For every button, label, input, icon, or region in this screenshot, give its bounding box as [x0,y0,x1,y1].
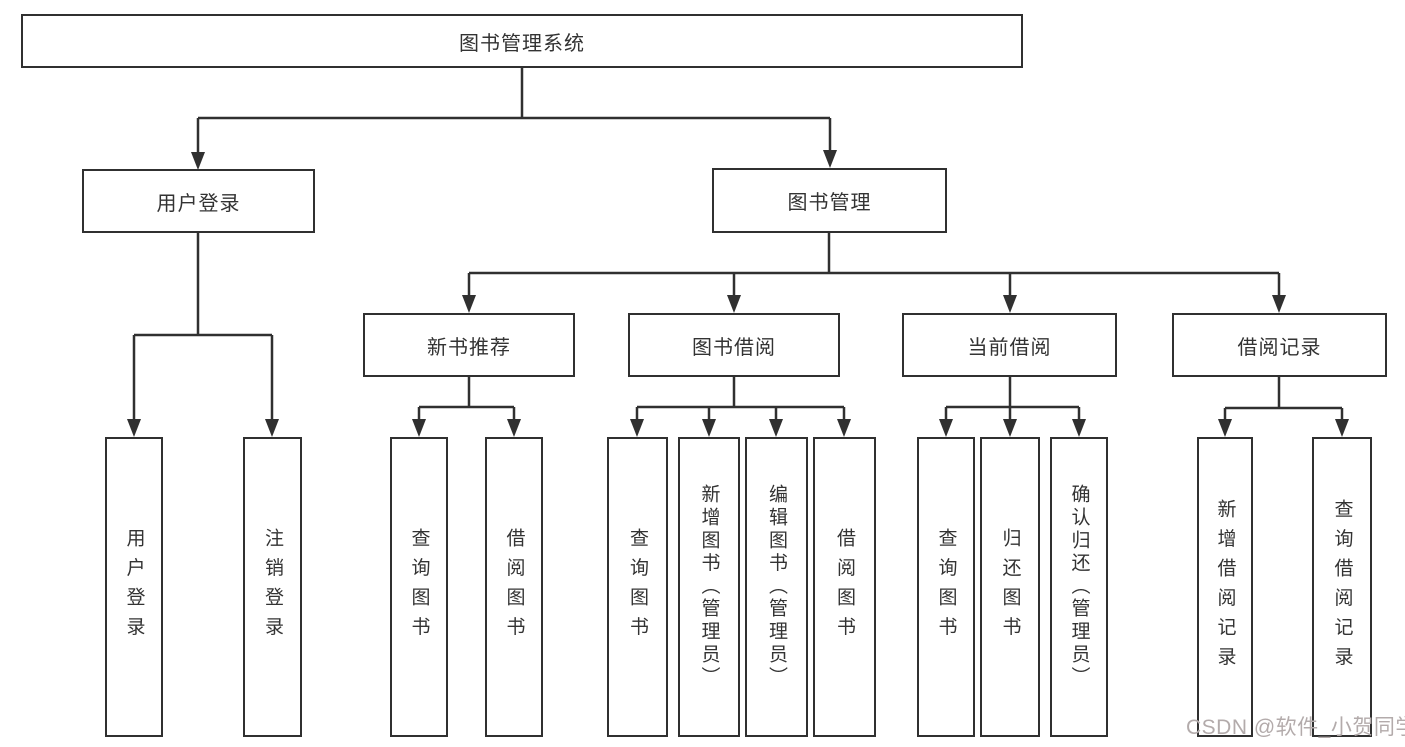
node-new-book-recommendation: 新书推荐 [363,313,575,377]
leaf-edit-books-admin-label: 编辑图书（管理员） [766,484,787,690]
leaf-query-books-recommend-label: 查询图书 [408,528,430,646]
leaf-user-login: 用户登录 [105,437,163,737]
leaf-edit-books-admin: 编辑图书（管理员） [745,437,808,737]
edge-book-borrowing-to-leaves [635,377,846,421]
edge-borrowing-records-to-leaves [1223,377,1344,421]
leaf-return-books: 归还图书 [980,437,1040,737]
leaf-logout: 注销登录 [243,437,302,737]
node-current-borrowing-label: 当前借阅 [967,336,1052,359]
leaf-add-books-admin: 新增图书（管理员） [678,437,740,737]
leaf-borrow-books-recommend-label: 借阅图书 [503,528,525,646]
edge-current-borrowing-to-leaves [944,377,1081,421]
leaf-add-books-admin-label: 新增图书（管理员） [698,484,720,690]
csdn-watermark: CSDN @软件_小贺同学 [1186,716,1405,739]
leaf-query-books-recommend: 查询图书 [390,437,448,737]
leaf-query-books-current: 查询图书 [917,437,975,737]
leaf-query-books-borrowing-label: 查询图书 [627,528,648,646]
leaf-add-borrow-record-label: 新增借阅记录 [1214,498,1236,676]
leaf-confirm-return-admin: 确认归还（管理员） [1050,437,1108,737]
edge-user-login-to-leaves [132,233,274,421]
node-user-login: 用户登录 [82,169,315,233]
leaf-query-books-current-label: 查询图书 [935,528,957,646]
node-root: 图书管理系统 [21,14,1023,68]
leaf-query-borrow-record: 查询借阅记录 [1312,437,1372,737]
leaf-logout-label: 注销登录 [262,528,283,646]
leaf-user-login-label: 用户登录 [123,528,145,646]
edge-new-book-rec-to-leaves [417,377,516,421]
leaf-borrow-books-borrowing-label: 借阅图书 [834,528,855,646]
node-new-book-recommendation-label: 新书推荐 [427,336,511,359]
leaf-return-books-label: 归还图书 [999,528,1021,646]
node-user-login-label: 用户登录 [156,192,241,215]
node-current-borrowing: 当前借阅 [902,313,1117,377]
node-book-management-label: 图书管理 [787,192,872,214]
edge-book-management-to-level3 [467,233,1281,296]
leaf-borrow-books-borrowing: 借阅图书 [813,437,876,737]
node-book-borrowing-label: 图书借阅 [692,336,776,359]
edge-root-to-level2 [196,68,832,153]
node-book-management: 图书管理 [712,168,947,233]
node-root-label: 图书管理系统 [459,32,585,55]
leaf-add-borrow-record: 新增借阅记录 [1197,437,1253,737]
node-borrowing-records-label: 借阅记录 [1237,336,1322,359]
leaf-borrow-books-recommend: 借阅图书 [485,437,543,737]
leaf-query-books-borrowing: 查询图书 [607,437,668,737]
node-book-borrowing: 图书借阅 [628,313,840,377]
leaf-query-borrow-record-label: 查询借阅记录 [1331,498,1353,676]
node-borrowing-records: 借阅记录 [1172,313,1387,377]
leaf-confirm-return-admin-label: 确认归还（管理员） [1068,484,1090,690]
